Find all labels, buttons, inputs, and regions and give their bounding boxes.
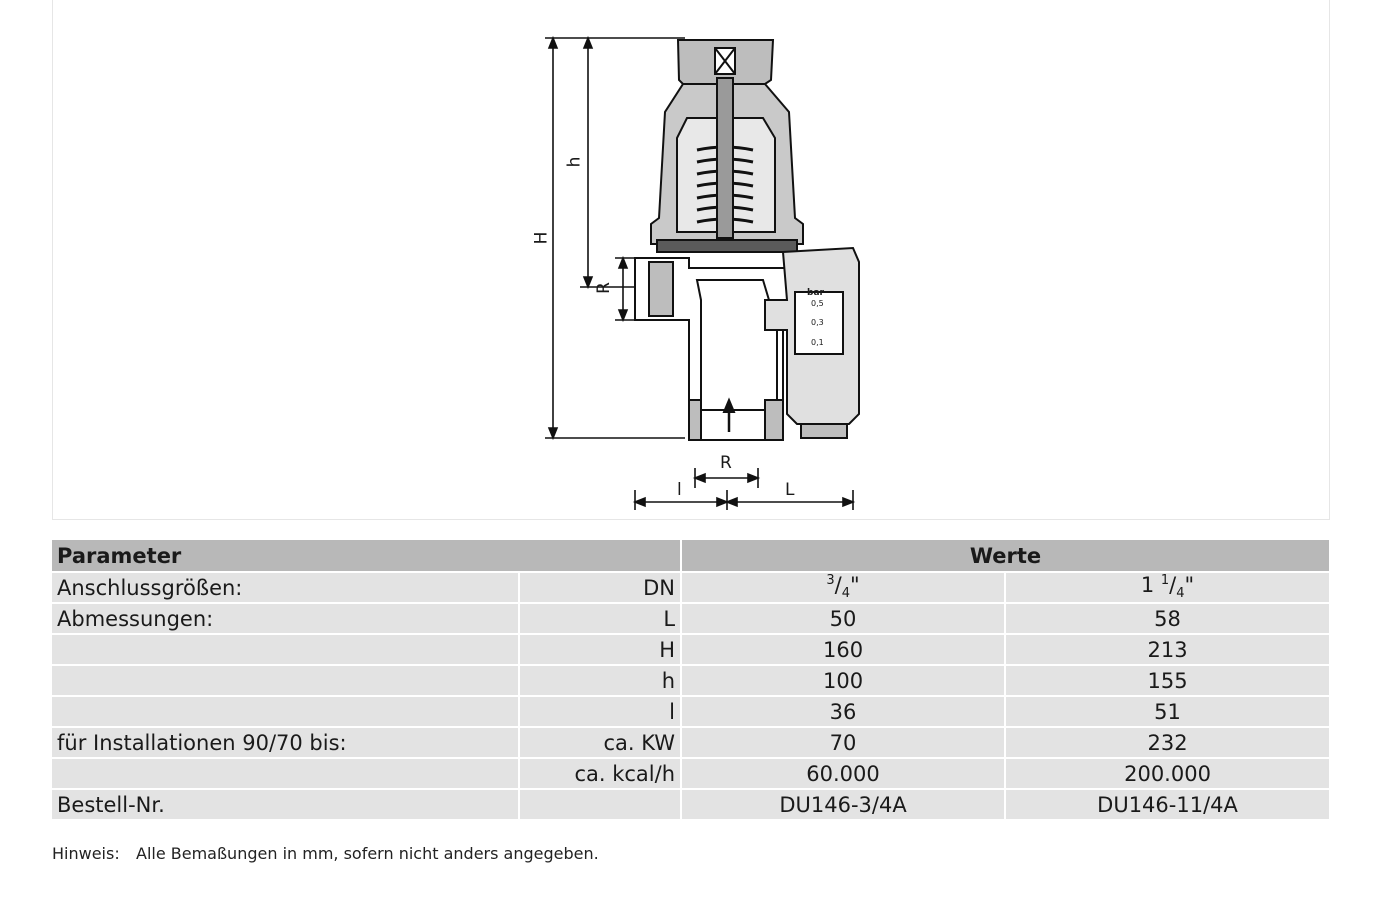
- row-label: [52, 665, 520, 697]
- row-unit: L: [519, 603, 683, 635]
- header-werte: Werte: [681, 540, 1332, 573]
- row-unit: H: [519, 634, 683, 666]
- dimension-label-R-vertical: R: [593, 282, 614, 294]
- row-label: [52, 634, 520, 666]
- valve-drawing-frame: H h R R l L bar 0,5 0,3 0,1: [52, 0, 1330, 520]
- row-unit: ca. kcal/h: [519, 758, 683, 790]
- gauge-tick-label: 0,5: [811, 299, 824, 308]
- dn-size-value-2: 1 1/4": [1005, 572, 1332, 604]
- specification-table: Parameter Werte Anschlussgrößen: DN 3/4"…: [52, 540, 1332, 821]
- table-row: Bestell-Nr. DU146-3/4A DU146-11/4A: [52, 789, 1332, 821]
- fraction-denominator: 4: [841, 586, 850, 602]
- row-value-1: 50: [681, 603, 1007, 635]
- row-label: [52, 758, 520, 790]
- row-value-1: 70: [681, 727, 1007, 759]
- table-row: Anschlussgrößen: DN 3/4" 1 1/4": [52, 572, 1332, 604]
- footnote: Hinweis: Alle Bemaßungen in mm, sofern ni…: [52, 844, 599, 863]
- table-row: Abmessungen: L 50 58: [52, 603, 1332, 635]
- fraction-denominator: 4: [1176, 586, 1185, 602]
- row-value-1: 60.000: [681, 758, 1007, 790]
- dimension-label-l: l: [677, 480, 682, 500]
- row-unit: DN: [519, 572, 683, 604]
- row-value-2: 200.000: [1005, 758, 1332, 790]
- dimension-label-L: L: [785, 480, 795, 500]
- gauge-tick-label: 0,3: [811, 318, 824, 327]
- row-unit: [519, 789, 683, 821]
- table-row: ca. kcal/h 60.000 200.000: [52, 758, 1332, 790]
- row-value-2: 155: [1005, 665, 1332, 697]
- row-label: Abmessungen:: [52, 603, 520, 635]
- table-row: H 160 213: [52, 634, 1332, 666]
- dimension-label-h: h: [564, 156, 585, 168]
- row-value-1: 100: [681, 665, 1007, 697]
- row-value-2: 51: [1005, 696, 1332, 728]
- header-parameter: Parameter: [52, 540, 683, 573]
- footnote-text: Alle Bemaßungen in mm, sofern nicht ande…: [136, 844, 599, 863]
- gauge-unit-label: bar: [807, 288, 824, 298]
- valve-cross-section-drawing: [545, 35, 860, 510]
- row-unit: ca. KW: [519, 727, 683, 759]
- row-value-2: 232: [1005, 727, 1332, 759]
- footnote-key: Hinweis:: [52, 844, 120, 863]
- row-value-1: 160: [681, 634, 1007, 666]
- row-value-2: 213: [1005, 634, 1332, 666]
- fraction-whole: 1: [1140, 573, 1155, 598]
- row-value-1: DU146-3/4A: [681, 789, 1007, 821]
- inch-mark: ": [850, 573, 860, 598]
- gauge-tick-label: 0,1: [811, 338, 824, 347]
- row-value-2: DU146-11/4A: [1005, 789, 1332, 821]
- row-label: [52, 696, 520, 728]
- table-header-row: Parameter Werte: [52, 540, 1332, 573]
- dimension-label-H: H: [531, 231, 552, 245]
- row-label: Anschlussgrößen:: [52, 572, 520, 604]
- dimension-label-R-horizontal: R: [720, 453, 732, 473]
- row-label: Bestell-Nr.: [52, 789, 520, 821]
- table-row: für Installationen 90/70 bis: ca. KW 70 …: [52, 727, 1332, 759]
- table-row: l 36 51: [52, 696, 1332, 728]
- row-unit: h: [519, 665, 683, 697]
- fraction-numerator: 1: [1160, 573, 1170, 589]
- dn-size-value-1: 3/4": [681, 572, 1007, 604]
- row-value-1: 36: [681, 696, 1007, 728]
- fraction-numerator: 3: [826, 573, 835, 589]
- row-unit: l: [519, 696, 683, 728]
- table-row: h 100 155: [52, 665, 1332, 697]
- inch-mark: ": [1184, 573, 1195, 598]
- row-value-2: 58: [1005, 603, 1332, 635]
- valve-body: [634, 39, 860, 441]
- row-label: für Installationen 90/70 bis:: [52, 727, 520, 759]
